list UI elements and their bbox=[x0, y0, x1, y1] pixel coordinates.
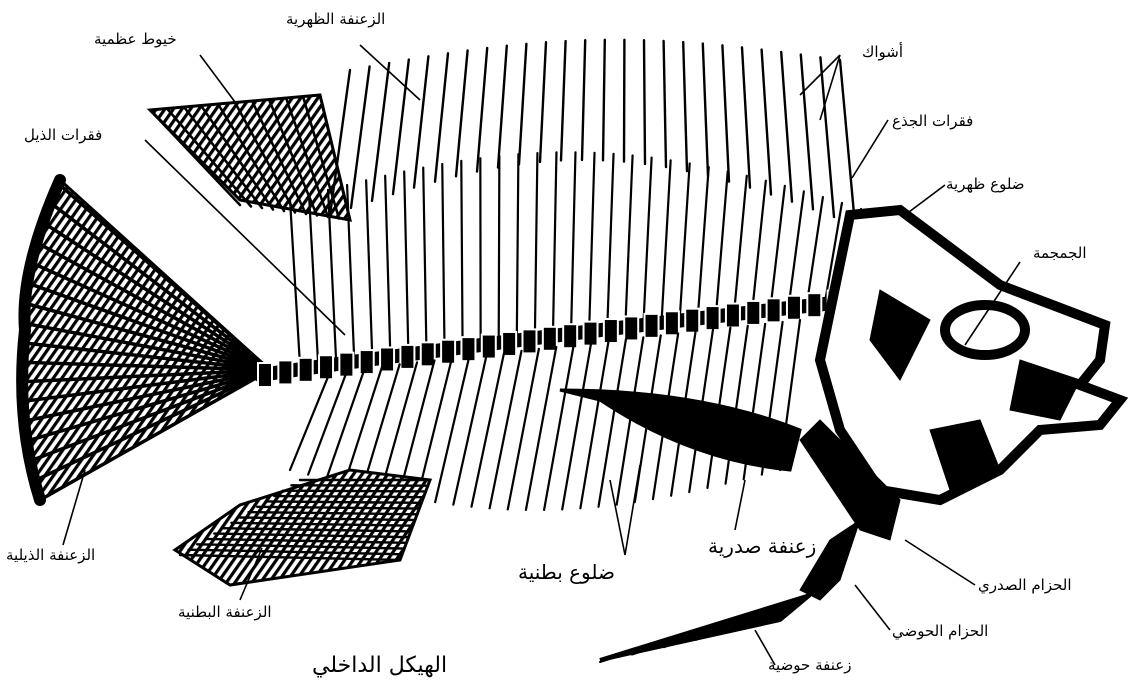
label-dorsal-ribs: ضلوع ظهرية bbox=[946, 177, 1025, 192]
label-pectoral-fin: زعنفة صدرية bbox=[708, 536, 816, 556]
leader-skull bbox=[965, 262, 1020, 345]
label-ventral-ribs: ضلوع بطنية bbox=[518, 562, 615, 582]
label-bony-rays: خيوط عظمية bbox=[94, 32, 177, 47]
leader-ventral-ribs-b bbox=[625, 465, 640, 555]
leader-pelvic-girdle bbox=[855, 585, 890, 630]
leader-dorsal-fin bbox=[360, 45, 420, 100]
leader-anal-fin bbox=[240, 548, 262, 600]
label-tail-vertebrae: فقرات الذيل bbox=[24, 128, 102, 143]
leader-bony-rays bbox=[200, 55, 235, 102]
leader-pectoral-fin bbox=[735, 480, 745, 530]
label-anal-fin: الزعنفة البطنية bbox=[178, 605, 272, 620]
leader-caudal-fin bbox=[63, 470, 85, 545]
label-pelvic-fin: زعنفة حوضية bbox=[768, 658, 851, 673]
label-dorsal-fin: الزعنفة الظهرية bbox=[286, 12, 385, 27]
label-pectoral-girdle: الحزام الصدري bbox=[978, 578, 1072, 593]
label-pelvic-girdle: الحزام الحوضي bbox=[892, 624, 988, 639]
label-trunk-vertebrae: فقرات الجذع bbox=[892, 114, 973, 129]
diagram-caption: الهيكل الداخلي bbox=[312, 655, 447, 677]
leader-dorsal-ribs bbox=[905, 185, 945, 215]
label-spines: أشواك bbox=[862, 45, 903, 60]
label-skull: الجمجمة bbox=[1033, 246, 1087, 261]
leader-trunk-vertebrae bbox=[852, 120, 888, 178]
leader-ventral-ribs-a bbox=[610, 480, 625, 555]
label-caudal-fin: الزعنفة الذيلية bbox=[6, 548, 95, 563]
leader-pectoral-girdle bbox=[905, 540, 975, 585]
leader-tail-vertebrae bbox=[145, 140, 345, 335]
